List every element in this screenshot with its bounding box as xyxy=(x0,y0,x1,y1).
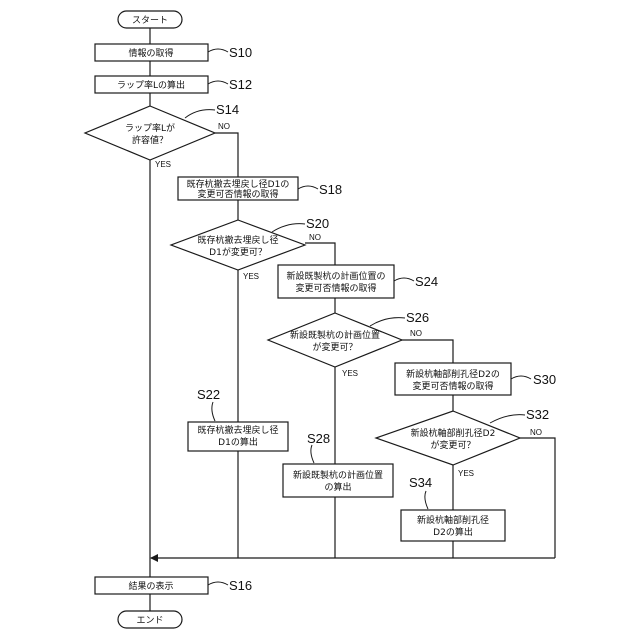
end-terminal: エンド xyxy=(118,611,182,628)
decision-s14: ラップ率Lが 許容値？ S14 YES NO xyxy=(85,102,239,169)
start-label: スタート xyxy=(132,15,168,26)
s14-text-2: 許容値？ xyxy=(132,134,168,146)
decision-s32: 新設杭軸部削孔径D2 が変更可？ S32 YES NO xyxy=(376,407,549,478)
s26-step: S26 xyxy=(406,310,429,325)
s30-text-1: 新設杭軸部削孔径D2の xyxy=(406,368,500,380)
s26-text-2: が変更可？ xyxy=(312,341,357,353)
s14-yes: YES xyxy=(155,160,171,169)
s30-text-2: 変更可否情報の取得 xyxy=(412,380,493,392)
s18-step: S18 xyxy=(319,182,342,197)
s30-step: S30 xyxy=(533,372,556,387)
s32-text-2: が変更可？ xyxy=(430,439,475,451)
s24-step: S24 xyxy=(415,274,438,289)
process-s16: 結果の表示 S16 xyxy=(95,577,252,594)
s28-text-1: 新設既製杭の計画位置 xyxy=(293,469,383,481)
s32-no: NO xyxy=(530,428,542,437)
s26-yes: YES xyxy=(342,369,358,378)
s14-text-1: ラップ率Lが xyxy=(125,122,175,134)
s14-step: S14 xyxy=(216,102,239,117)
s18-text-2: 変更可否情報の取得 xyxy=(197,188,278,200)
s16-text: 結果の表示 xyxy=(128,580,173,592)
s20-step: S20 xyxy=(306,216,329,231)
process-s10: 情報の取得 S10 xyxy=(95,44,252,61)
s28-step: S28 xyxy=(307,431,330,446)
s28-text-2: の算出 xyxy=(324,481,351,493)
s24-text-2: 変更可否情報の取得 xyxy=(295,282,376,294)
s32-text-1: 新設杭軸部削孔径D2 xyxy=(411,427,496,439)
s18-text-1: 既存杭撤去埋戻し径D1の xyxy=(187,178,290,190)
s10-step: S10 xyxy=(229,45,252,60)
process-s30: 新設杭軸部削孔径D2の 変更可否情報の取得 S30 xyxy=(395,363,556,395)
s22-text-2: D1の算出 xyxy=(218,436,258,448)
s20-text-1: 既存杭撤去埋戻し径 xyxy=(197,234,278,246)
process-s24: 新設既製杭の計画位置の 変更可否情報の取得 S24 xyxy=(278,265,438,298)
s26-no: NO xyxy=(410,329,422,338)
s24-text-1: 新設既製杭の計画位置の xyxy=(286,270,385,282)
s32-step: S32 xyxy=(526,407,549,422)
s16-step: S16 xyxy=(229,578,252,593)
end-label: エンド xyxy=(136,616,163,626)
process-s18: 既存杭撤去埋戻し径D1の 変更可否情報の取得 S18 xyxy=(178,177,342,200)
s22-text-1: 既存杭撤去埋戻し径 xyxy=(197,424,278,436)
start-terminal: スタート xyxy=(118,11,182,28)
s12-text: ラップ率Lの算出 xyxy=(117,79,185,91)
s14-no: NO xyxy=(218,122,230,131)
s34-text-2: D2の算出 xyxy=(433,526,473,538)
s12-step: S12 xyxy=(229,77,252,92)
s34-text-1: 新設杭軸部削孔径 xyxy=(417,514,489,526)
s32-yes: YES xyxy=(458,469,474,478)
process-s28: 新設既製杭の計画位置 の算出 S28 xyxy=(283,431,393,497)
s20-text-2: D1が変更可？ xyxy=(209,246,267,258)
s20-no: NO xyxy=(309,233,321,242)
s20-yes: YES xyxy=(243,272,259,281)
s22-step: S22 xyxy=(197,387,220,402)
process-s12: ラップ率Lの算出 S12 xyxy=(95,76,252,93)
s26-text-1: 新設既製杭の計画位置 xyxy=(290,329,380,341)
s34-step: S34 xyxy=(409,475,432,490)
s10-text: 情報の取得 xyxy=(128,47,173,59)
